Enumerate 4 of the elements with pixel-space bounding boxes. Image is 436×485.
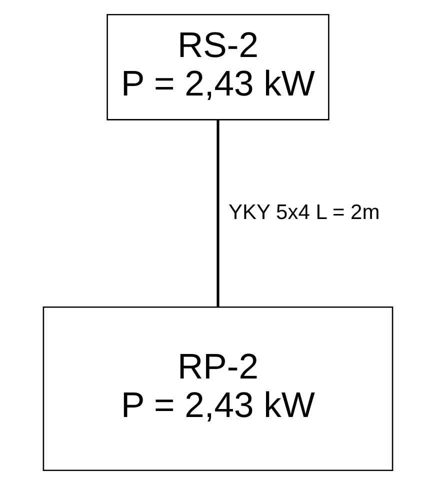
node-box: RP-2 P = 2,43 kW (42, 306, 394, 472)
edge-label: YKY 5x4 L = 2m (228, 200, 380, 224)
node-box: RS-2 P = 2,43 kW (106, 14, 330, 120)
connector (216, 120, 220, 307)
